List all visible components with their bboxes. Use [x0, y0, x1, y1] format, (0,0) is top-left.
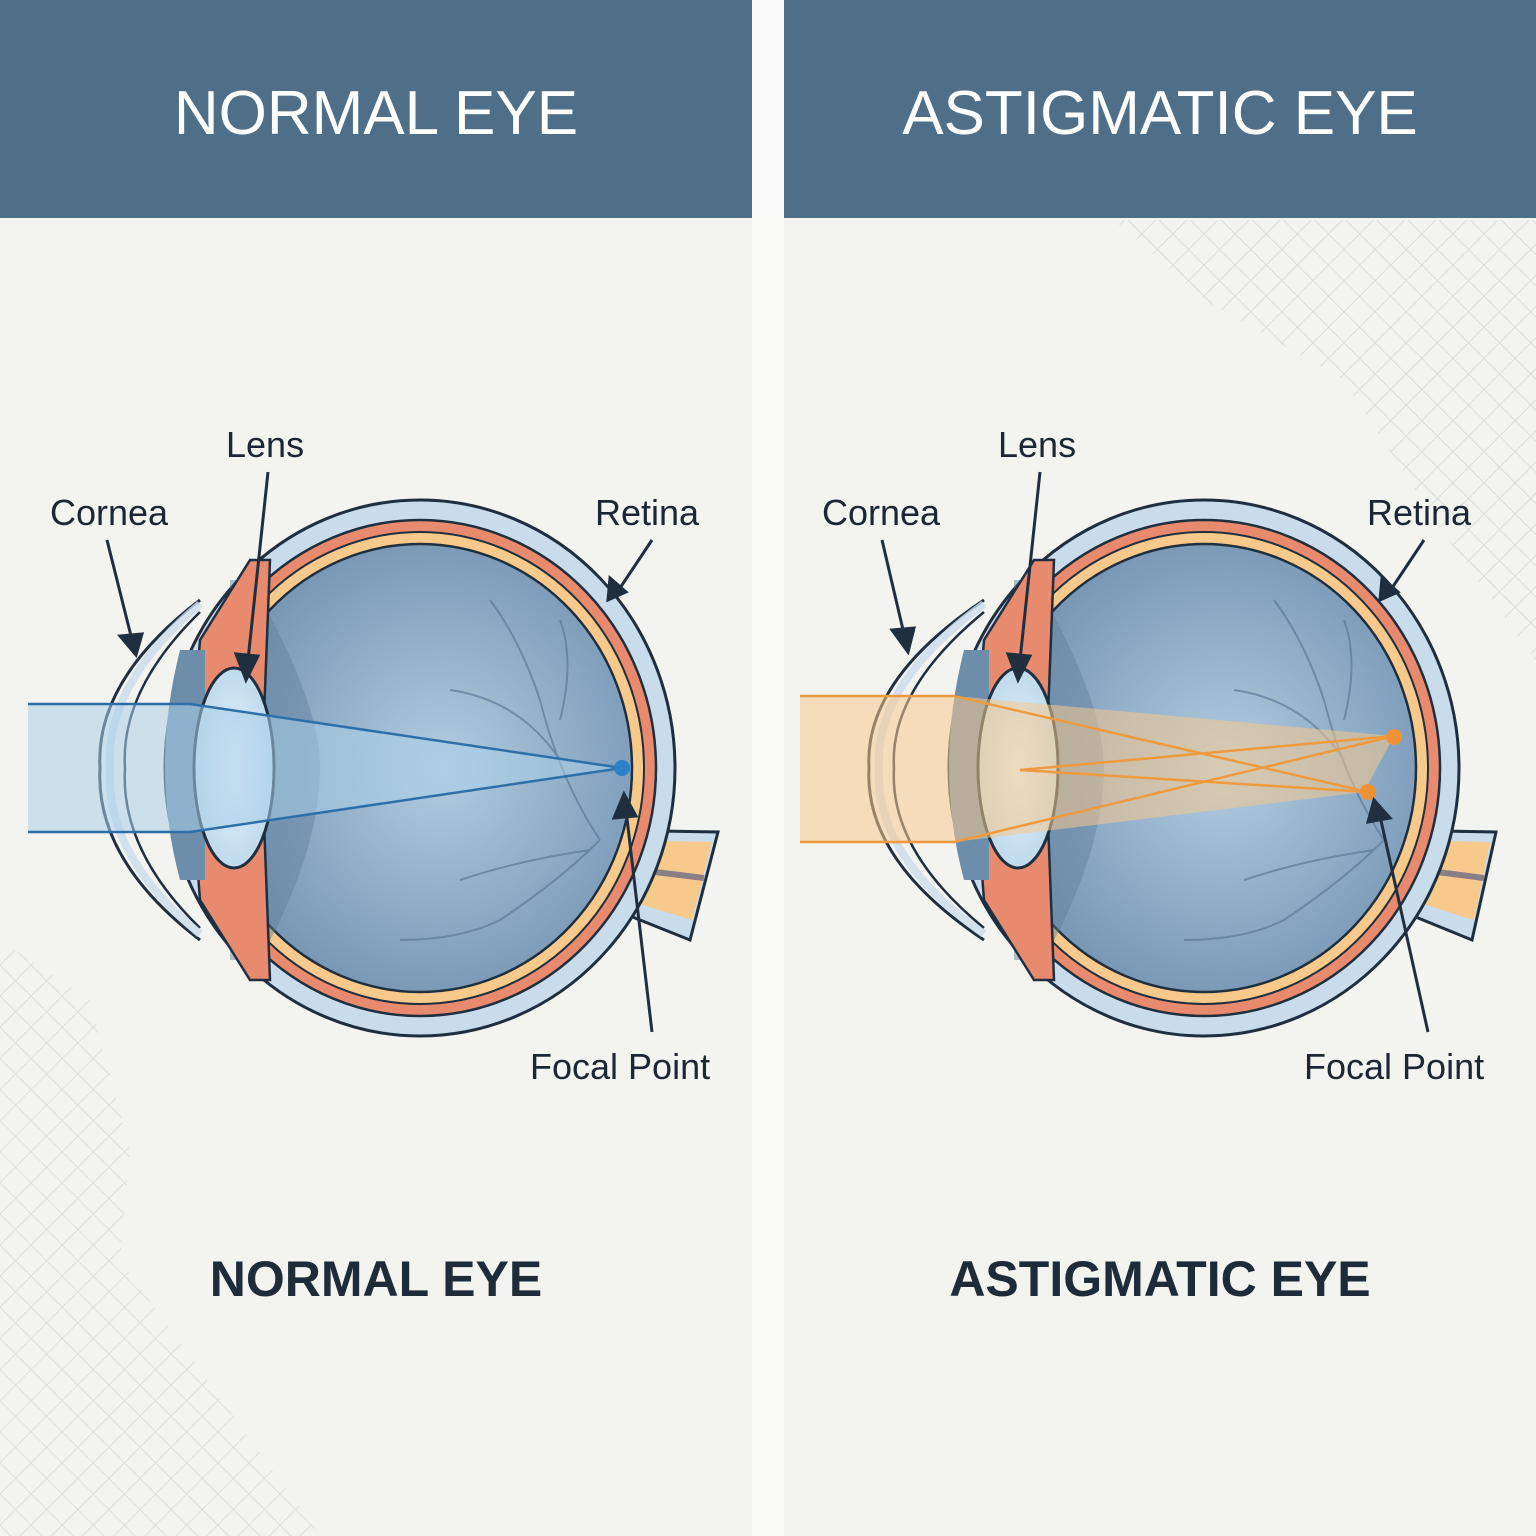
light-beam	[800, 696, 1394, 842]
focal-point-label: Focal Point	[1304, 1046, 1485, 1087]
normal-eye-diagram	[0, 471, 720, 1536]
header-title: NORMAL EYE	[173, 78, 579, 148]
cornea-label: Cornea	[50, 492, 169, 533]
retinal-veins	[399, 599, 601, 941]
astigmatic-eye-panel: ASTIGMATIC EYE	[784, 0, 1536, 1536]
lens-label: Lens	[226, 424, 305, 465]
hatch-pattern-decoration	[0, 940, 320, 1536]
normal-eye-header: NORMAL EYE	[0, 0, 752, 218]
light-beam	[28, 704, 622, 832]
normal-eye-panel: NORMAL EYE	[0, 0, 752, 1536]
cornea-label: Cornea	[822, 492, 941, 533]
label-arrows	[880, 471, 1430, 1033]
focal-point-dot-2	[1360, 784, 1376, 800]
hatch-pattern-decoration	[1114, 220, 1536, 660]
astigmatic-eye-caption: ASTIGMATIC EYE	[949, 1251, 1371, 1307]
focal-point-label: Focal Point	[530, 1046, 711, 1087]
astigmatic-eye-diagram	[800, 220, 1536, 1038]
astigmatic-eye-header: ASTIGMATIC EYE	[784, 0, 1536, 218]
focal-point-dot	[614, 760, 630, 776]
label-arrows	[105, 471, 654, 1033]
focal-point-dot-1	[1386, 729, 1402, 745]
header-title: ASTIGMATIC EYE	[902, 78, 1418, 148]
lens-label: Lens	[998, 424, 1077, 465]
retina-label: Retina	[1367, 492, 1472, 533]
retina-label: Retina	[595, 492, 700, 533]
normal-eye-caption: NORMAL EYE	[209, 1251, 543, 1307]
